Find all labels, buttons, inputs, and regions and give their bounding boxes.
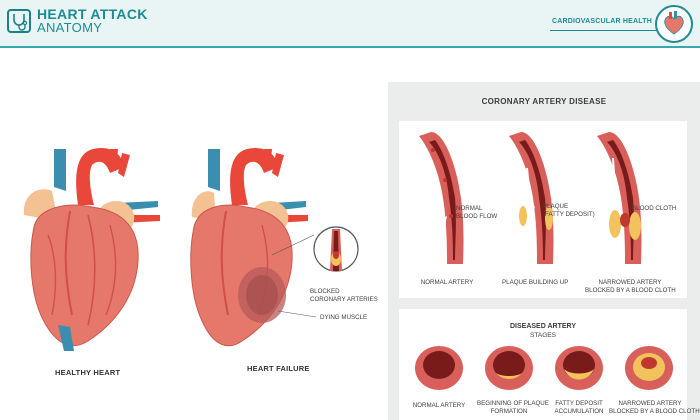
page-title: HEART ATTACK ANATOMY: [37, 7, 148, 35]
dying-muscle-label: DYING MUSCLE: [320, 314, 368, 321]
stage-label-beginning: BEGINNING OF PLAQUE FORMATION: [477, 400, 549, 415]
heart-icon: [664, 11, 684, 35]
category-badge-text: CARDIOVASCULAR HEALTH: [552, 18, 652, 25]
callout-line: NORMAL: [456, 205, 483, 212]
plaque-callout: PLAQUE (FATTY DEPOSIT): [543, 203, 595, 218]
normal-artery-illustration: [419, 132, 464, 264]
stage-label-line: BEGINNING OF PLAQUE: [477, 400, 549, 407]
artery-label-blocked: NARROWED ARTERY BLOCKED BY A BLOOD CLOTH: [585, 279, 676, 294]
stage-normal-artery: [415, 346, 463, 390]
stage-label-clot: NARROWED ARTERY BLOCKED BY A BLOOD CLOTH: [609, 400, 700, 415]
stage-label-line: BLOCKED BY A BLOOD CLOTH: [609, 407, 700, 415]
heart-failure-label: HEART FAILURE: [247, 364, 310, 373]
stage-fatty-deposit: [555, 346, 603, 390]
blocked-line-2: CORONARY ARTERIES: [310, 295, 378, 303]
blood-cloth-callout: BLOOD CLOTH: [632, 205, 677, 212]
stage-plaque-beginning: [485, 346, 533, 390]
heart-failure-illustration: [190, 147, 359, 347]
callout-line: PLAQUE: [543, 203, 569, 210]
stages-title: DISEASED ARTERY STAGES: [399, 322, 687, 340]
stage-label-normal: NORMAL ARTERY: [409, 402, 469, 410]
artery-label-line: PLAQUE BUILDING UP: [502, 279, 569, 286]
stage-label-line: NORMAL ARTERY: [412, 402, 466, 409]
stage-label-fatty: FATTY DEPOSIT ACCUMULATION: [549, 400, 609, 415]
healthy-heart-label: HEALTHY HEART: [55, 368, 121, 377]
artery-label-line: BLOCKED BY A BLOOD CLOTH: [585, 286, 676, 294]
logo-badge: [7, 9, 31, 33]
header-bar: HEART ATTACK ANATOMY CARDIOVASCULAR HEAL…: [0, 0, 700, 48]
stage-blood-clot: [625, 346, 673, 390]
stages-subtitle: STAGES: [530, 332, 556, 339]
title-line-1: HEART ATTACK: [37, 6, 148, 22]
plaque-artery-illustration: [509, 132, 554, 264]
stage-label-line: FATTY DEPOSIT: [555, 400, 603, 407]
healthy-heart-illustration: [23, 147, 160, 351]
blocked-arteries-label: BLOCKED CORONARY ARTERIES: [310, 288, 378, 303]
blocked-artery-illustration: [597, 132, 642, 264]
badge-circle: [655, 5, 693, 43]
artery-label-normal: NORMAL ARTERY: [417, 279, 477, 287]
blocked-line-1: BLOCKED: [310, 288, 340, 295]
cad-title: CORONARY ARTERY DISEASE: [481, 97, 607, 106]
stethoscope-icon: [13, 14, 28, 31]
normal-flow-callout: NORMAL BLOOD FLOW: [456, 205, 497, 220]
stage-label-line: ACCUMULATION: [554, 407, 604, 415]
stage-label-line: FORMATION: [490, 407, 528, 415]
title-line-2: ANATOMY: [37, 20, 103, 35]
stages-title-line: DISEASED ARTERY: [510, 323, 576, 330]
artery-label-line: NORMAL ARTERY: [420, 279, 474, 286]
artery-label-line: NARROWED ARTERY: [598, 279, 662, 286]
callout-line: (FATTY DEPOSIT): [543, 210, 595, 218]
callout-line: BLOOD FLOW: [456, 212, 498, 220]
artery-label-plaque: PLAQUE BUILDING UP: [502, 279, 568, 287]
category-badge: CARDIOVASCULAR HEALTH: [550, 16, 662, 31]
stage-label-line: NARROWED ARTERY: [618, 400, 682, 407]
